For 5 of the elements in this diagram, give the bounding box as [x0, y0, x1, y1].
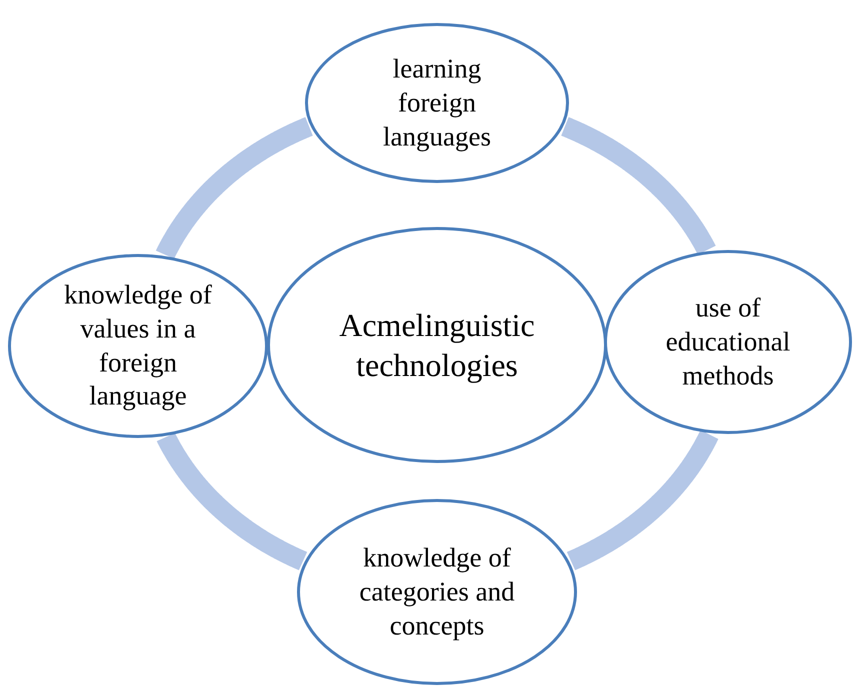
node-text: knowledge of values in a foreign language [63, 278, 213, 413]
node-text: Acmelinguistic technologies [338, 306, 536, 385]
node-text: use of educational methods [664, 291, 792, 392]
node-text: learning foreign languages [382, 52, 492, 154]
node-text: knowledge of categories and concepts [358, 541, 516, 642]
